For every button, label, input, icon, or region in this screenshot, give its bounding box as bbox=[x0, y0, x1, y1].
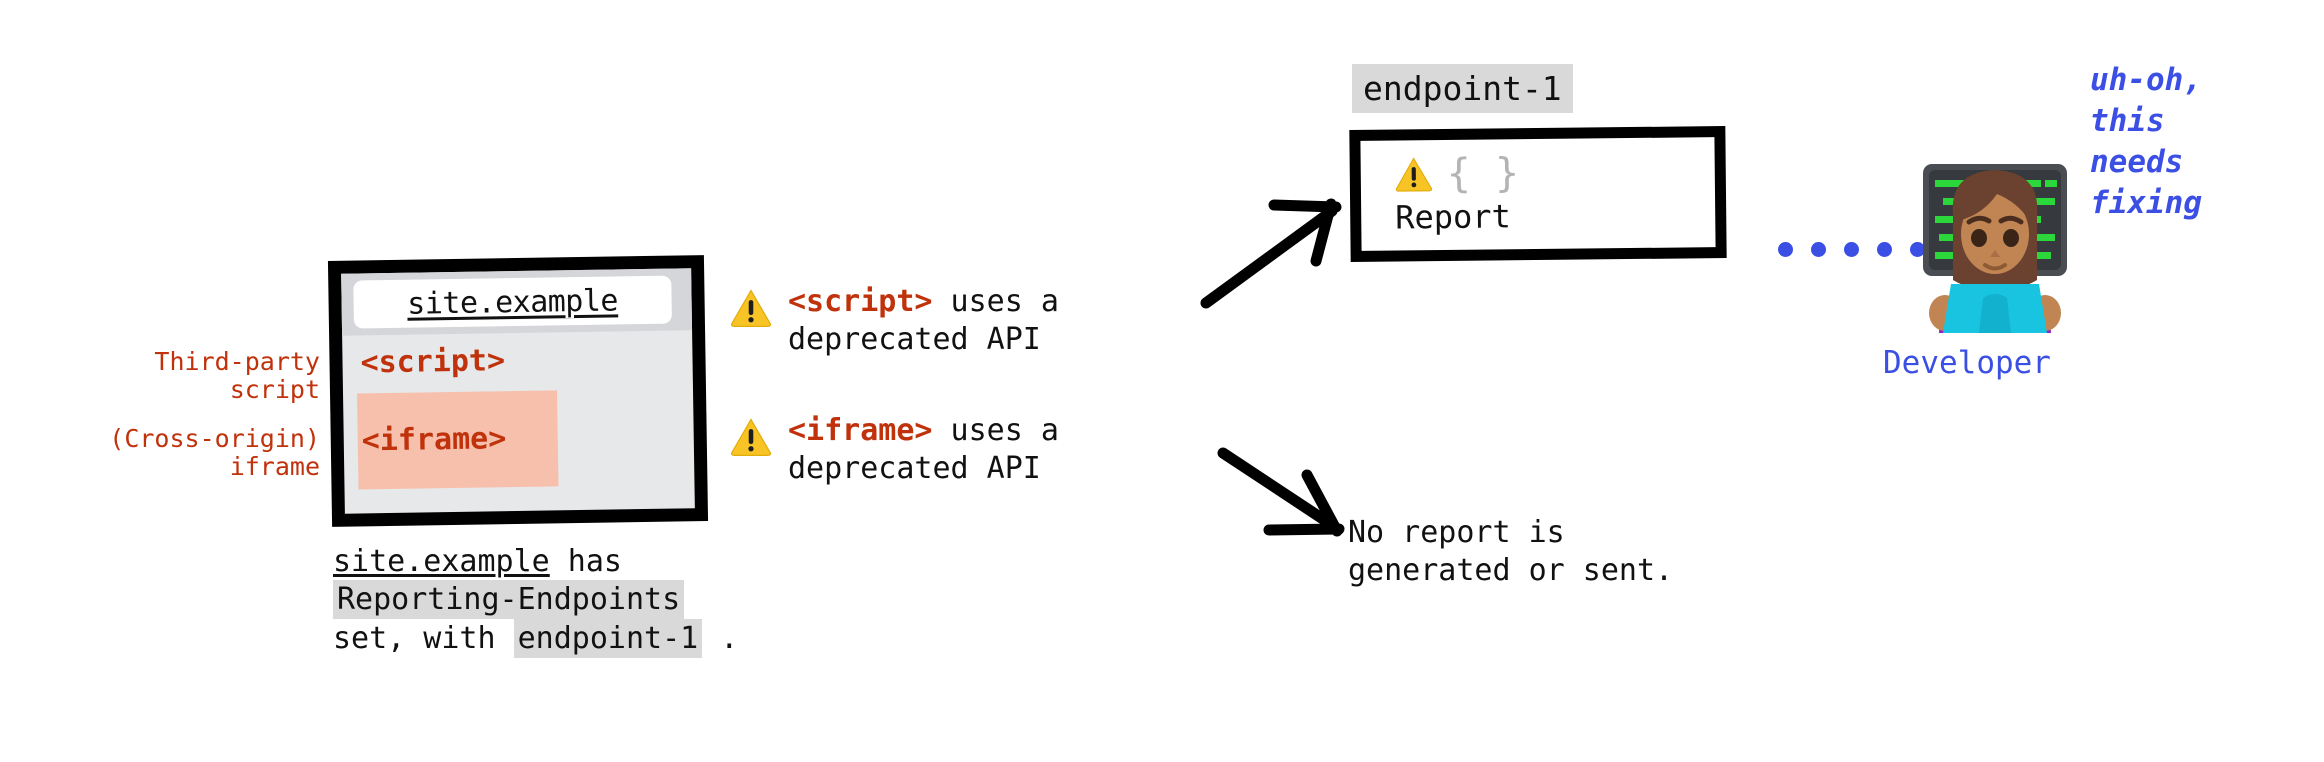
report-box: { } Report bbox=[1349, 126, 1727, 262]
warning-message-iframe: uses a deprecated API bbox=[788, 413, 1059, 487]
caption-line-2: Reporting-Endpoints bbox=[333, 580, 893, 620]
browser-viewport: site.example <script> <iframe> bbox=[341, 268, 695, 514]
browser-caption: site.example has Reporting-Endpoints set… bbox=[333, 543, 893, 658]
connector-dot bbox=[1910, 242, 1925, 257]
caption-line3-suffix: . bbox=[702, 620, 739, 656]
warning-row-script: <script> uses a deprecated API bbox=[730, 283, 1059, 360]
json-braces-icon: { } bbox=[1446, 150, 1520, 197]
caption-line-3: set, with endpoint-1 . bbox=[333, 618, 893, 658]
warning-triangle-icon bbox=[1395, 157, 1433, 192]
address-bar-url: site.example bbox=[406, 282, 619, 322]
developer-quote: uh-oh, this needs fixing bbox=[2090, 62, 2202, 221]
caption-line3-prefix: set, with bbox=[333, 620, 514, 656]
report-icon-row: { } bbox=[1395, 150, 1520, 197]
browser-window: site.example <script> <iframe> bbox=[327, 255, 709, 527]
caption-site-link: site.example bbox=[333, 544, 550, 579]
arrow-to-no-report-icon bbox=[1217, 447, 1345, 537]
warning-tag-iframe: <iframe> bbox=[788, 413, 933, 448]
address-bar[interactable]: site.example bbox=[353, 275, 672, 329]
report-content: { } Report bbox=[1395, 150, 1520, 237]
warning-triangle-icon bbox=[730, 418, 772, 456]
connector-dot bbox=[1811, 242, 1826, 257]
connector-dot bbox=[1844, 242, 1859, 257]
warning-tag-script: <script> bbox=[788, 284, 933, 319]
warning-text-script: <script> uses a deprecated API bbox=[788, 283, 1059, 360]
warning-triangle-icon bbox=[730, 289, 772, 327]
caption-endpoint-chip: endpoint-1 bbox=[513, 618, 703, 658]
page-row-script: <script> bbox=[360, 343, 506, 381]
browser-chrome-bar: site.example bbox=[341, 268, 693, 336]
connector-dot bbox=[1778, 242, 1793, 257]
woman-technologist-emoji bbox=[1923, 164, 2067, 333]
page-row-iframe: <iframe> bbox=[361, 421, 507, 459]
caption-line-1: site.example has bbox=[333, 543, 893, 581]
no-report-text: No report is generated or sent. bbox=[1348, 515, 1674, 589]
arrow-to-report-icon bbox=[1200, 198, 1342, 309]
caption-header-chip: Reporting-Endpoints bbox=[333, 580, 685, 620]
warning-text-iframe: <iframe> uses a deprecated API bbox=[788, 412, 1059, 489]
caption-line1-rest: has bbox=[549, 544, 622, 579]
report-label: Report bbox=[1395, 197, 1512, 237]
label-cross-origin-iframe: (Cross-origin) iframe bbox=[109, 424, 320, 481]
warning-row-iframe: <iframe> uses a deprecated API bbox=[730, 412, 1059, 489]
connector-dot bbox=[1877, 242, 1892, 257]
warning-message-script: uses a deprecated API bbox=[788, 284, 1059, 358]
developer-caption: Developer bbox=[1883, 345, 2051, 381]
label-third-party-script: Third-party script bbox=[154, 347, 320, 404]
endpoint-label-chip: endpoint-1 bbox=[1352, 64, 1573, 113]
report-box-inner: { } Report bbox=[1360, 137, 1716, 251]
